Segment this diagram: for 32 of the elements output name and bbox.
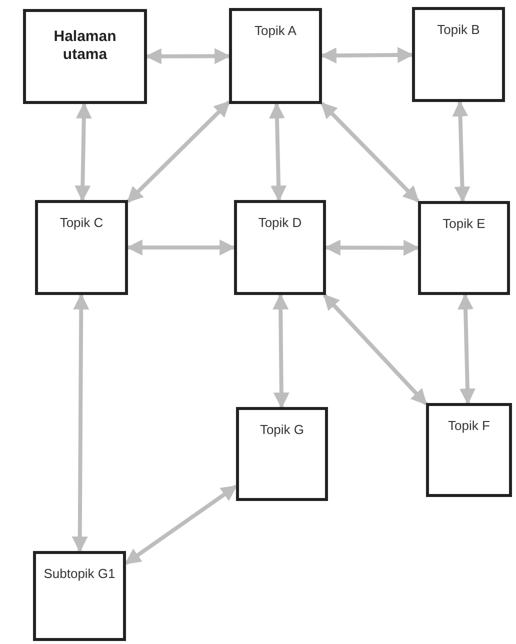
double-arrow — [268, 102, 287, 202]
topic-box — [418, 201, 510, 295]
box-label: Topik E — [442, 216, 486, 231]
box-label: Topik G — [258, 422, 306, 437]
topic-box — [23, 9, 147, 104]
double-arrow — [320, 102, 420, 203]
double-arrow — [126, 100, 230, 204]
box-label: Halaman utama — [52, 28, 118, 64]
box-label: Topik D — [257, 215, 303, 230]
box-label: Topik F — [447, 418, 491, 433]
double-arrow — [452, 100, 470, 203]
topic-box — [412, 7, 505, 102]
double-arrow — [320, 47, 414, 64]
box-label: Topik C — [58, 215, 104, 230]
topic-box — [35, 200, 128, 295]
double-arrow — [126, 240, 236, 256]
double-arrow — [72, 293, 90, 553]
topic-box — [229, 8, 322, 104]
box-label: Topik A — [254, 23, 298, 38]
double-arrow — [322, 294, 428, 406]
topic-box — [33, 551, 126, 641]
topic-box — [234, 200, 326, 295]
double-arrow — [145, 48, 231, 64]
double-arrow — [74, 102, 92, 202]
double-arrow — [124, 484, 238, 566]
double-arrow — [272, 293, 290, 409]
box-label: Subtopik G1 — [42, 566, 116, 581]
double-arrow — [458, 293, 476, 405]
topic-box — [236, 407, 328, 501]
double-arrow — [324, 240, 420, 256]
topic-box — [426, 403, 512, 497]
box-label: Topik B — [436, 22, 481, 37]
